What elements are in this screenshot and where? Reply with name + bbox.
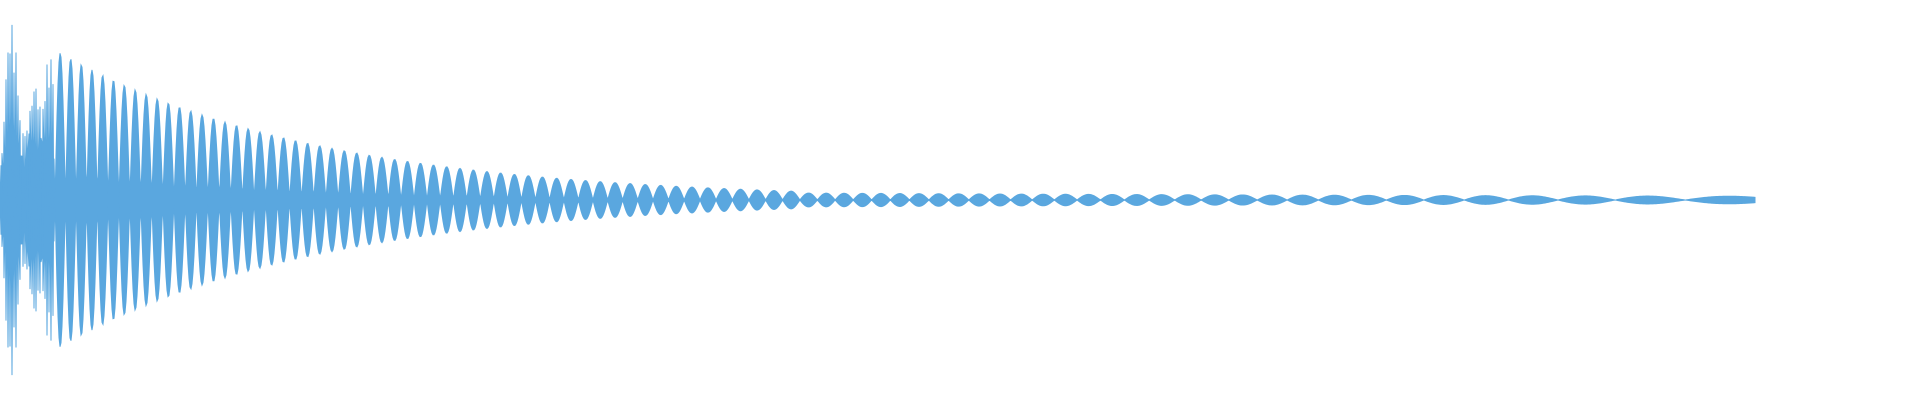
waveform-path — [0, 24, 1756, 376]
